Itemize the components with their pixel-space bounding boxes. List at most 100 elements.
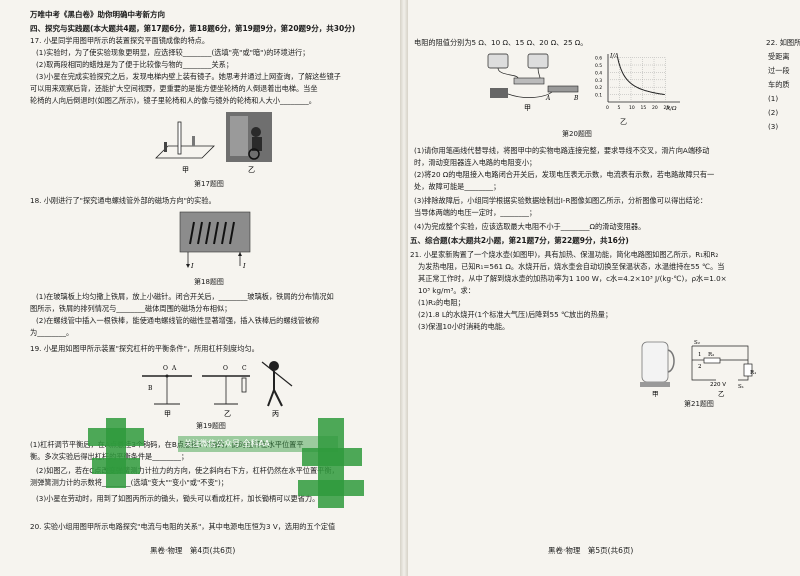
- fig19-caption: 第19题图: [196, 422, 226, 430]
- q21-line: 10³ kg/m³。求：: [418, 286, 475, 295]
- current-label: I: [190, 262, 194, 270]
- fig20-caption: 第20题图: [562, 130, 592, 138]
- svg-text:S₂: S₂: [694, 340, 700, 346]
- svg-text:乙: 乙: [224, 410, 231, 418]
- svg-text:B: B: [573, 95, 579, 102]
- page-header: 万唯中考《黑白卷》助你明确中考新方向: [30, 10, 165, 19]
- q21-line: (2)1.8 L的水烧开(1个标准大气压)后降到55 ℃放出的热量；: [418, 310, 613, 319]
- section-5-title: 五、综合题(本大题共2小题，第21题7分，第22题9分，共16分): [410, 236, 629, 245]
- q17-line: (3)小星在完成实验探究之后，发现电梯内壁上装有镜子。她思考并通过上网查询，了解…: [36, 72, 341, 81]
- q19-line: (3)小星在劳动时，用到了如图丙所示的锄头，锄头可以看成杠杆，加长锄柄可以更省力…: [36, 494, 320, 503]
- q18-line: 为________。: [30, 328, 74, 337]
- svg-text:1: 1: [698, 352, 702, 358]
- fig20-label-yi: 乙: [620, 118, 627, 126]
- svg-text:B: B: [148, 385, 153, 392]
- y-tick-label: 0.4: [595, 70, 602, 76]
- q18-line: (1)在玻璃板上均匀撒上铁屑，放上小磁针。闭合开关后，________玻璃板，铁…: [36, 292, 334, 301]
- q17-line: 轮椅的人向后倒退时(如图乙所示)，镜子里轮椅和人的像与镜外的轮椅和人大小____…: [30, 96, 316, 105]
- voltmeter: [527, 53, 549, 69]
- fig17-label-yi: 乙: [248, 166, 255, 174]
- svg-text:O: O: [223, 365, 228, 372]
- watermark-overlay: 关注微信公众号·全科AA: [88, 418, 388, 518]
- q18-line: 图所示，铁屑的排列情况与________磁体周围的磁场分布相似；: [30, 304, 232, 313]
- circuit-diagram: [691, 345, 753, 381]
- svg-text:2: 2: [698, 364, 702, 370]
- q22-fragment: (2): [768, 108, 779, 117]
- q18-line: (2)在螺线管中插入一根铁棒，能使通电螺线管的磁性显著增强，插入铁棒后的螺线管被…: [36, 316, 320, 325]
- slide-rheostat: [547, 85, 579, 93]
- q21-line: 为发热电阻，已知R₁=561 Ω。水烧开后，烧水壶会自动切换至保温状态，水温维持…: [418, 262, 725, 271]
- x-tick-label: 15: [641, 105, 647, 111]
- x-tick-label: 10: [629, 105, 635, 111]
- q18-intro: 18. 小刚进行了"探究通电螺线管外部的磁场方向"的实验。: [30, 196, 216, 205]
- spring-scale: [241, 377, 247, 393]
- page-footer: 黑卷·物理 第4页(共6页): [150, 546, 236, 555]
- q17-line: (1)实验时，为了使实验现象更明显，应选择较________(选填"亮"或"暗"…: [36, 48, 310, 57]
- x-axis-label: R/Ω: [665, 106, 677, 112]
- q22-fragment: (1): [768, 94, 779, 103]
- q22-fragment: (3): [768, 122, 779, 131]
- farmer-hoe-illustration: [261, 361, 293, 407]
- q20-line: (2)将20 Ω的电阻接入电路闭合开关后，发现电压表无示数，电流表有示数，若电路…: [414, 170, 715, 179]
- q19-line: (1)杠杆调节平衡后，在A点悬挂3个钩码，在B点悬挂2个钩码，此时杠杆在水平位置…: [30, 440, 304, 449]
- q21-line: 21. 小星家新购置了一个烧水壶(如图甲)，具有加热、保温功能，简化电路图如图乙…: [410, 250, 719, 259]
- figure-21: S₂ 1 R₂ 2 S₁ R₁ 220 V 甲 乙: [640, 340, 756, 398]
- q22-fragment: 受距离: [768, 52, 790, 61]
- svg-text:A: A: [545, 95, 551, 102]
- section-4-title: 四、探究与实践题(本大题共4题，第17题6分，第18题6分，第19题9分，第20…: [30, 24, 356, 33]
- right-page: 电阻的阻值分别为5 Ω、10 Ω、15 Ω、20 Ω、25 Ω。 A B 甲 I…: [408, 0, 800, 576]
- solenoid-coils: [189, 221, 235, 245]
- page-footer: 黑卷·物理 第5页(共6页): [548, 546, 634, 555]
- current-label: I: [242, 262, 246, 270]
- q19-intro: 19. 小星用如图甲所示装置"探究杠杆的平衡条件"，所用杠杆刻度均匀。: [30, 344, 259, 353]
- y-tick-label: 0.1: [595, 93, 602, 99]
- fig21-caption: 第21题图: [684, 400, 714, 408]
- fig17-caption: 第17题图: [194, 180, 224, 188]
- resistor: [513, 77, 545, 85]
- x-tick-label: 25: [664, 105, 670, 111]
- x-tick-label: 0: [606, 105, 609, 111]
- x-tick-label: 20: [652, 105, 658, 111]
- q17-line: 可以用来观察后背，还能扩大空间视野，更重要的是能方便坐轮椅的人倒退着出电梯。当坐: [30, 84, 318, 93]
- svg-text:S₁: S₁: [738, 384, 744, 390]
- q19-line: (2)如图乙，若在C点改变弹簧测力计拉力的方向，使之斜向右下方，杠杆仍然在水平位…: [36, 466, 339, 475]
- kettle-photo: [640, 341, 675, 387]
- y-tick-label: 0.6: [595, 56, 602, 62]
- q20-line: 20. 实验小组用图甲所示电路探究"电流与电阻的关系"，其中电源电压恒为3 V，…: [30, 522, 336, 531]
- svg-text:O: O: [163, 365, 168, 372]
- left-page: 万唯中考《黑白卷》助你明确中考新方向 四、探究与实践题(本大题共4题，第17题6…: [30, 10, 388, 555]
- svg-text:甲: 甲: [652, 390, 659, 398]
- q20-line: 时，滑动变阻器连入电路的电阻变小；: [414, 158, 537, 167]
- q17-line: 17. 小星同学用图甲所示的装置探究平面镜成像的特点。: [30, 36, 210, 45]
- mirror-setup-diagram: [155, 121, 215, 159]
- battery: [490, 88, 508, 98]
- y-tick-label: 0.5: [595, 63, 602, 69]
- q20-cont: 电阻的阻值分别为5 Ω、10 Ω、15 Ω、20 Ω、25 Ω。: [414, 38, 588, 47]
- svg-text:A: A: [171, 365, 177, 372]
- grid: [608, 57, 666, 102]
- lever-jia: O A B: [142, 365, 192, 405]
- fig18-caption: 第18题图: [194, 278, 224, 286]
- q22-fragment: 22. 如图所: [766, 38, 800, 47]
- q21-line: (3)保温10小时消耗的电能。: [418, 322, 510, 331]
- fig17-label-jia: 甲: [182, 166, 189, 174]
- q19-line: 测弹簧测力计的示数将________(选填"变大""变小"或"不变")；: [30, 478, 228, 487]
- iron-filings-board: [179, 211, 251, 253]
- figure-18: I I: [179, 211, 251, 270]
- page-fold: [400, 0, 408, 576]
- q20-line: 处，故障可能是________；: [414, 182, 501, 191]
- lever-yi: O C: [202, 365, 250, 405]
- ammeter: [487, 53, 509, 69]
- svg-text:R₂: R₂: [708, 352, 714, 358]
- q22-fragment: 过一段: [768, 66, 790, 75]
- y-axis-label: I/A: [609, 53, 619, 60]
- watermark-text: 关注微信公众号·全科AA: [184, 439, 270, 448]
- svg-text:R₁: R₁: [750, 370, 756, 376]
- svg-text:甲: 甲: [524, 104, 531, 112]
- elevator-photo: [226, 112, 272, 162]
- ir-curve: [617, 57, 665, 95]
- q22-fragments: 22. 如图所 受距离 过一段 车的质 (1) (2) (3): [762, 0, 800, 576]
- svg-text:乙: 乙: [718, 390, 725, 398]
- svg-text:220 V: 220 V: [710, 382, 726, 388]
- q20-line: (3)排除故障后，小组同学根据实验数据绘制出I-R图像如图乙所示，分析图像可以得…: [414, 196, 708, 205]
